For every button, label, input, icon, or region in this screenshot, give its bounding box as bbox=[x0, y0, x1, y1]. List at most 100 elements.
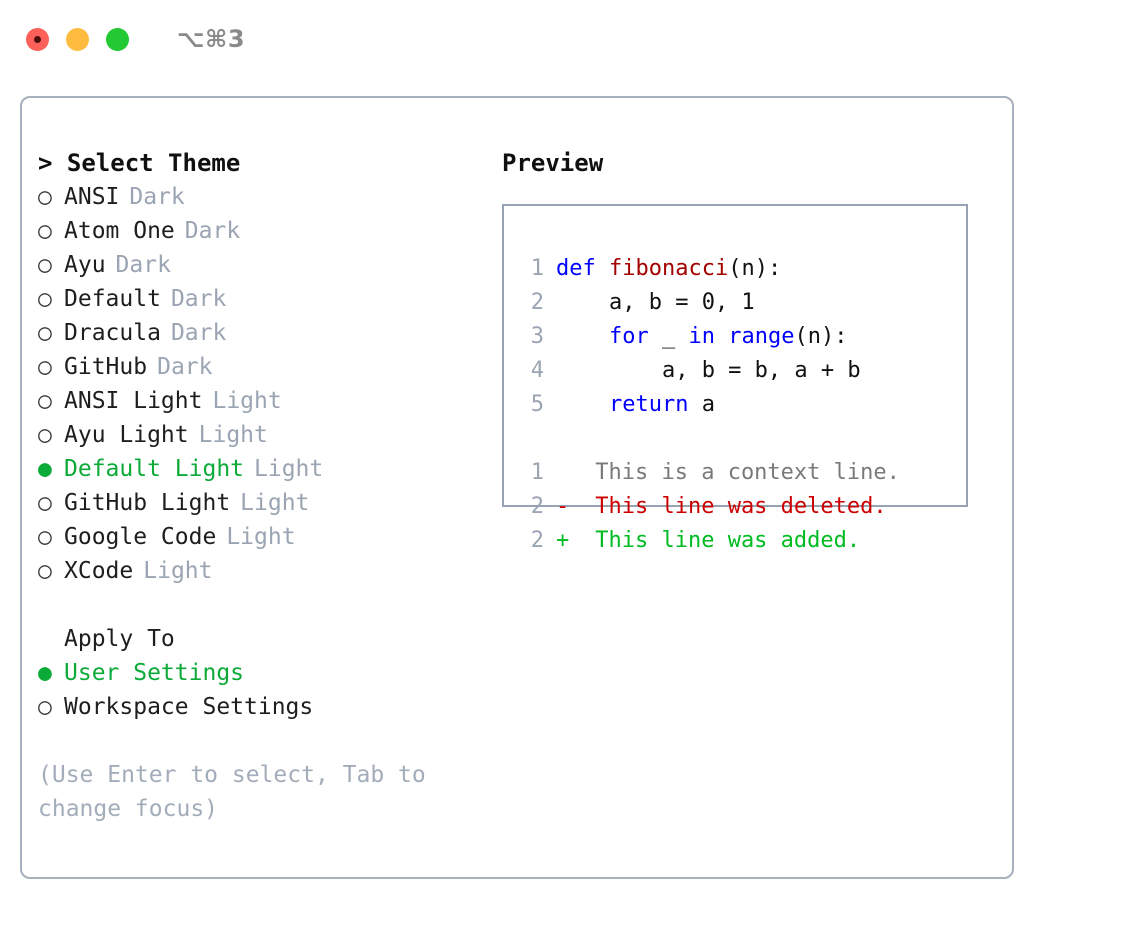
theme-variant-badge: Light bbox=[226, 524, 296, 550]
code-line-content: return a bbox=[556, 388, 715, 422]
radio-unselected-icon: ○ bbox=[38, 694, 52, 720]
keyboard-hint-text: (Use Enter to select, Tab to change focu… bbox=[38, 762, 426, 822]
code-token-plain: (n): bbox=[728, 256, 782, 281]
preview-spacer bbox=[504, 422, 966, 456]
diff-line: 1 This is a context line. bbox=[504, 456, 966, 490]
code-token-kw: range bbox=[728, 324, 795, 349]
diff-line-content: This is a context line. bbox=[582, 460, 900, 485]
code-token-kw: def bbox=[556, 256, 596, 281]
code-line-content: for _ in range(n): bbox=[556, 320, 847, 354]
theme-name: Atom One bbox=[64, 218, 175, 244]
theme-list-item[interactable]: ○ Ayu Light Light bbox=[38, 418, 498, 452]
theme-variant-badge: Dark bbox=[115, 252, 171, 278]
theme-name: Ayu Light bbox=[64, 422, 189, 448]
code-token-plain: (n): bbox=[794, 324, 848, 349]
code-token-plain: a, b = 0, 1 bbox=[556, 290, 755, 315]
code-line-number: 1 bbox=[530, 256, 544, 281]
diff-line-content: This line was deleted. bbox=[582, 494, 887, 519]
theme-list-item[interactable]: ○ ANSI Light Light bbox=[38, 384, 498, 418]
theme-name: Default Light bbox=[64, 456, 245, 482]
diff-line-number: 2 bbox=[530, 528, 544, 553]
code-line-content: a, b = b, a + b bbox=[556, 354, 861, 388]
diff-line-content: This line was added. bbox=[582, 528, 861, 553]
code-line-number: 2 bbox=[530, 290, 544, 315]
theme-variant-badge: Dark bbox=[157, 354, 213, 380]
apply-to-option[interactable]: ● User Settings bbox=[38, 656, 498, 690]
apply-to-header: Apply To bbox=[64, 626, 175, 652]
theme-list-item[interactable]: ○ XCode Light bbox=[38, 554, 498, 588]
radio-selected-icon: ● bbox=[38, 660, 52, 686]
diff-marker: - bbox=[556, 494, 570, 519]
preview-header: Preview bbox=[502, 149, 604, 177]
theme-variant-badge: Light bbox=[198, 422, 268, 448]
radio-unselected-icon: ○ bbox=[38, 558, 52, 584]
select-theme-header: > Select Theme bbox=[38, 149, 241, 177]
radio-selected-icon: ● bbox=[38, 456, 52, 482]
radio-unselected-icon: ○ bbox=[38, 354, 52, 380]
theme-name: ANSI bbox=[64, 184, 120, 210]
close-window-icon[interactable] bbox=[26, 27, 49, 51]
radio-unselected-icon: ○ bbox=[38, 524, 52, 550]
minimize-window-icon[interactable] bbox=[66, 27, 89, 51]
code-token-plain: a, b = b, a + b bbox=[556, 358, 861, 383]
theme-name: Default bbox=[64, 286, 161, 312]
theme-name: XCode bbox=[64, 558, 134, 584]
theme-list-item[interactable]: ● Default Light Light bbox=[38, 452, 498, 486]
radio-unselected-icon: ○ bbox=[38, 422, 52, 448]
diff-line-number: 1 bbox=[530, 460, 544, 485]
code-token-plain bbox=[556, 324, 609, 349]
theme-list-item[interactable]: ○ Ayu Dark bbox=[38, 248, 498, 282]
theme-variant-badge: Dark bbox=[170, 320, 227, 346]
code-token-plain: _ bbox=[648, 324, 689, 349]
radio-unselected-icon: ○ bbox=[38, 490, 52, 516]
theme-variant-badge: Light bbox=[212, 388, 282, 414]
radio-unselected-icon: ○ bbox=[38, 252, 52, 278]
theme-variant-badge: Dark bbox=[170, 286, 227, 312]
code-line-number: 3 bbox=[530, 324, 544, 349]
maximize-window-icon[interactable] bbox=[106, 27, 129, 51]
theme-variant-badge: Light bbox=[143, 558, 213, 584]
theme-variant-badge: Light bbox=[254, 456, 324, 482]
radio-unselected-icon: ○ bbox=[38, 320, 52, 346]
theme-name: ANSI Light bbox=[64, 388, 203, 414]
theme-name: Ayu bbox=[64, 252, 106, 278]
apply-to-option[interactable]: ○Workspace Settings bbox=[38, 690, 498, 724]
diff-line: 2 + This line was added. bbox=[504, 524, 966, 558]
diff-marker bbox=[556, 456, 582, 490]
diff-marker: + bbox=[556, 528, 570, 553]
diff-line-number: 2 bbox=[530, 494, 544, 519]
theme-variant-badge: Light bbox=[240, 490, 310, 516]
keyboard-shortcut-label: ⌥⌘3 bbox=[177, 25, 246, 53]
diff-sample: 1 This is a context line. 2- This line wa… bbox=[504, 456, 966, 558]
window-controls bbox=[26, 27, 129, 51]
code-line-content: a, b = 0, 1 bbox=[556, 286, 755, 320]
code-token-fn: fibonacci bbox=[609, 256, 729, 281]
code-line-content: def fibonacci(n): bbox=[556, 252, 781, 286]
code-token-kw: for bbox=[608, 324, 649, 349]
apply-to-label: User Settings bbox=[64, 660, 245, 686]
code-token-plain bbox=[556, 392, 609, 417]
code-token-plain bbox=[715, 324, 728, 349]
code-line: 4 a, b = b, a + b bbox=[504, 354, 966, 388]
code-line: 1 def fibonacci(n): bbox=[504, 252, 966, 286]
code-line-number: 5 bbox=[530, 392, 544, 417]
code-token-plain bbox=[596, 256, 609, 281]
theme-variant-badge: Dark bbox=[184, 218, 241, 244]
code-token-plain: a bbox=[688, 392, 715, 417]
code-token-kw: in bbox=[688, 324, 715, 349]
radio-unselected-icon: ○ bbox=[38, 388, 52, 414]
